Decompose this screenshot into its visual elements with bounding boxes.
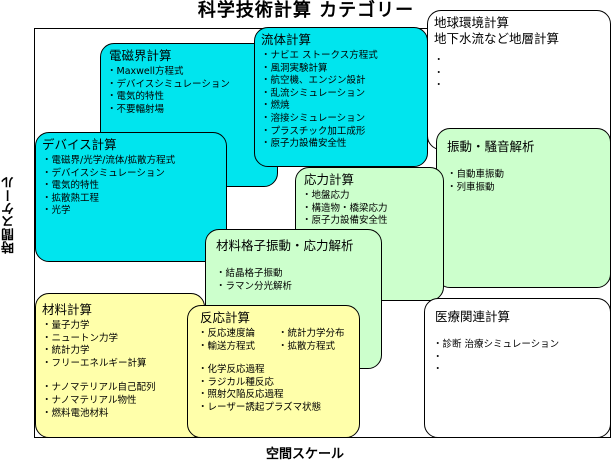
medical-item: [433, 364, 604, 377]
vibration-item: 自動車振動: [447, 169, 604, 182]
x-axis-label: 空間スケール: [266, 447, 345, 462]
earth-subtitle: 地下水流など地層計算: [434, 31, 560, 46]
fluid-item: 航空機、エンジン設計: [261, 75, 421, 88]
material-item: 燃料電池材料: [42, 408, 198, 421]
earth-item: [434, 68, 604, 81]
reaction-item: ラジカル種反応: [198, 377, 353, 390]
reaction-box: 反応計算 反応速度論 輸送方程式 統計力学分布 拡散方程式 化学反応過程 ラジカ…: [187, 305, 360, 438]
medical-title: 医療関連計算: [435, 309, 511, 324]
lattice-item: 結晶格子振動: [216, 268, 375, 281]
material-title: 材料計算: [42, 302, 93, 317]
em-title: 電磁界計算: [109, 48, 172, 63]
device-box: デバイス計算 電磁界/光学/流体/拡散方程式 デバイスシミュレーション 電気的特…: [35, 132, 227, 262]
vibration-title: 振動・騒音解析: [447, 139, 535, 154]
vibration-box: 振動・騒音解析 自動車振動 列車振動: [436, 128, 611, 288]
lattice-item: ラマン分光解析: [216, 281, 375, 294]
reaction-item: 輸送方程式: [198, 341, 256, 354]
reaction-item: 拡散方程式: [278, 341, 345, 354]
material-box: 材料計算 量子力学 ニュートン力学 統計力学 フリーエネルギー計算 ナノマテリア…: [35, 293, 205, 438]
stress-title: 応力計算: [304, 172, 355, 187]
fluid-item: 燃焼: [261, 100, 421, 113]
medical-item: 診断 治療シミュレーション: [433, 339, 604, 352]
fluid-title: 流体計算: [261, 32, 312, 47]
material-item: 統計力学: [42, 345, 198, 358]
material-item: 量子力学: [42, 320, 198, 333]
device-item: 電気的特性: [42, 180, 220, 193]
material-item: フリーエネルギー計算: [42, 358, 198, 371]
device-title: デバイス計算: [42, 137, 117, 152]
device-item: 拡散熱工程: [42, 193, 220, 206]
fluid-item: 溶接シミュレーション: [261, 113, 421, 126]
device-item: 電磁界/光学/流体/拡散方程式: [42, 155, 220, 168]
device-item: 光学: [42, 205, 220, 218]
device-item: デバイスシミュレーション: [42, 168, 220, 181]
fluid-box: 流体計算 ナビエ ストークス方程式 風洞実験計算 航空機、エンジン設計 乱流シミ…: [254, 27, 428, 167]
stress-item: 地盤応力: [302, 190, 437, 203]
fluid-item: ナビエ ストークス方程式: [261, 50, 421, 63]
material-item: ナノマテリアル自己配列: [42, 382, 198, 395]
fluid-item: 原子力設備安全性: [261, 138, 421, 151]
earth-box: 地球環境計算 地下水流など地層計算: [427, 10, 611, 150]
reaction-title: 反応計算: [200, 310, 251, 325]
em-item: 不要輻射場: [107, 104, 271, 117]
stress-item: 構造物・橋梁応力: [302, 203, 437, 216]
material-item: ナノマテリアル物性: [42, 395, 198, 408]
lattice-title: 材料格子振動・応力解析: [216, 238, 354, 253]
em-item: デバイスシミュレーション: [107, 79, 271, 92]
earth-title: 地球環境計算: [434, 15, 510, 30]
earth-item: [434, 80, 604, 93]
vibration-item: 列車振動: [447, 182, 604, 195]
medical-item: [433, 352, 604, 365]
em-item: 電気的特性: [107, 91, 271, 104]
em-item: Maxwell方程式: [107, 66, 271, 79]
reaction-item: 照射欠陥反応過程: [198, 389, 353, 402]
medical-box: 医療関連計算 診断 治療シミュレーション: [424, 298, 611, 438]
fluid-item: 乱流シミュレーション: [261, 88, 421, 101]
reaction-item: 反応速度論: [198, 328, 256, 341]
reaction-item: レーザー誘起プラズマ状態: [198, 402, 353, 415]
earth-item: [434, 55, 604, 68]
material-item: ニュートン力学: [42, 333, 198, 346]
fluid-item: 風洞実験計算: [261, 63, 421, 76]
page-title: 科学技術計算 カテゴリー: [197, 0, 415, 21]
reaction-item: 化学反応過程: [198, 364, 353, 377]
reaction-item: 統計力学分布: [278, 328, 345, 341]
y-axis-label: 時間スケール: [2, 176, 17, 254]
stress-item: 原子力設備安全性: [302, 215, 437, 228]
fluid-item: プラスチック加工成形: [261, 126, 421, 139]
